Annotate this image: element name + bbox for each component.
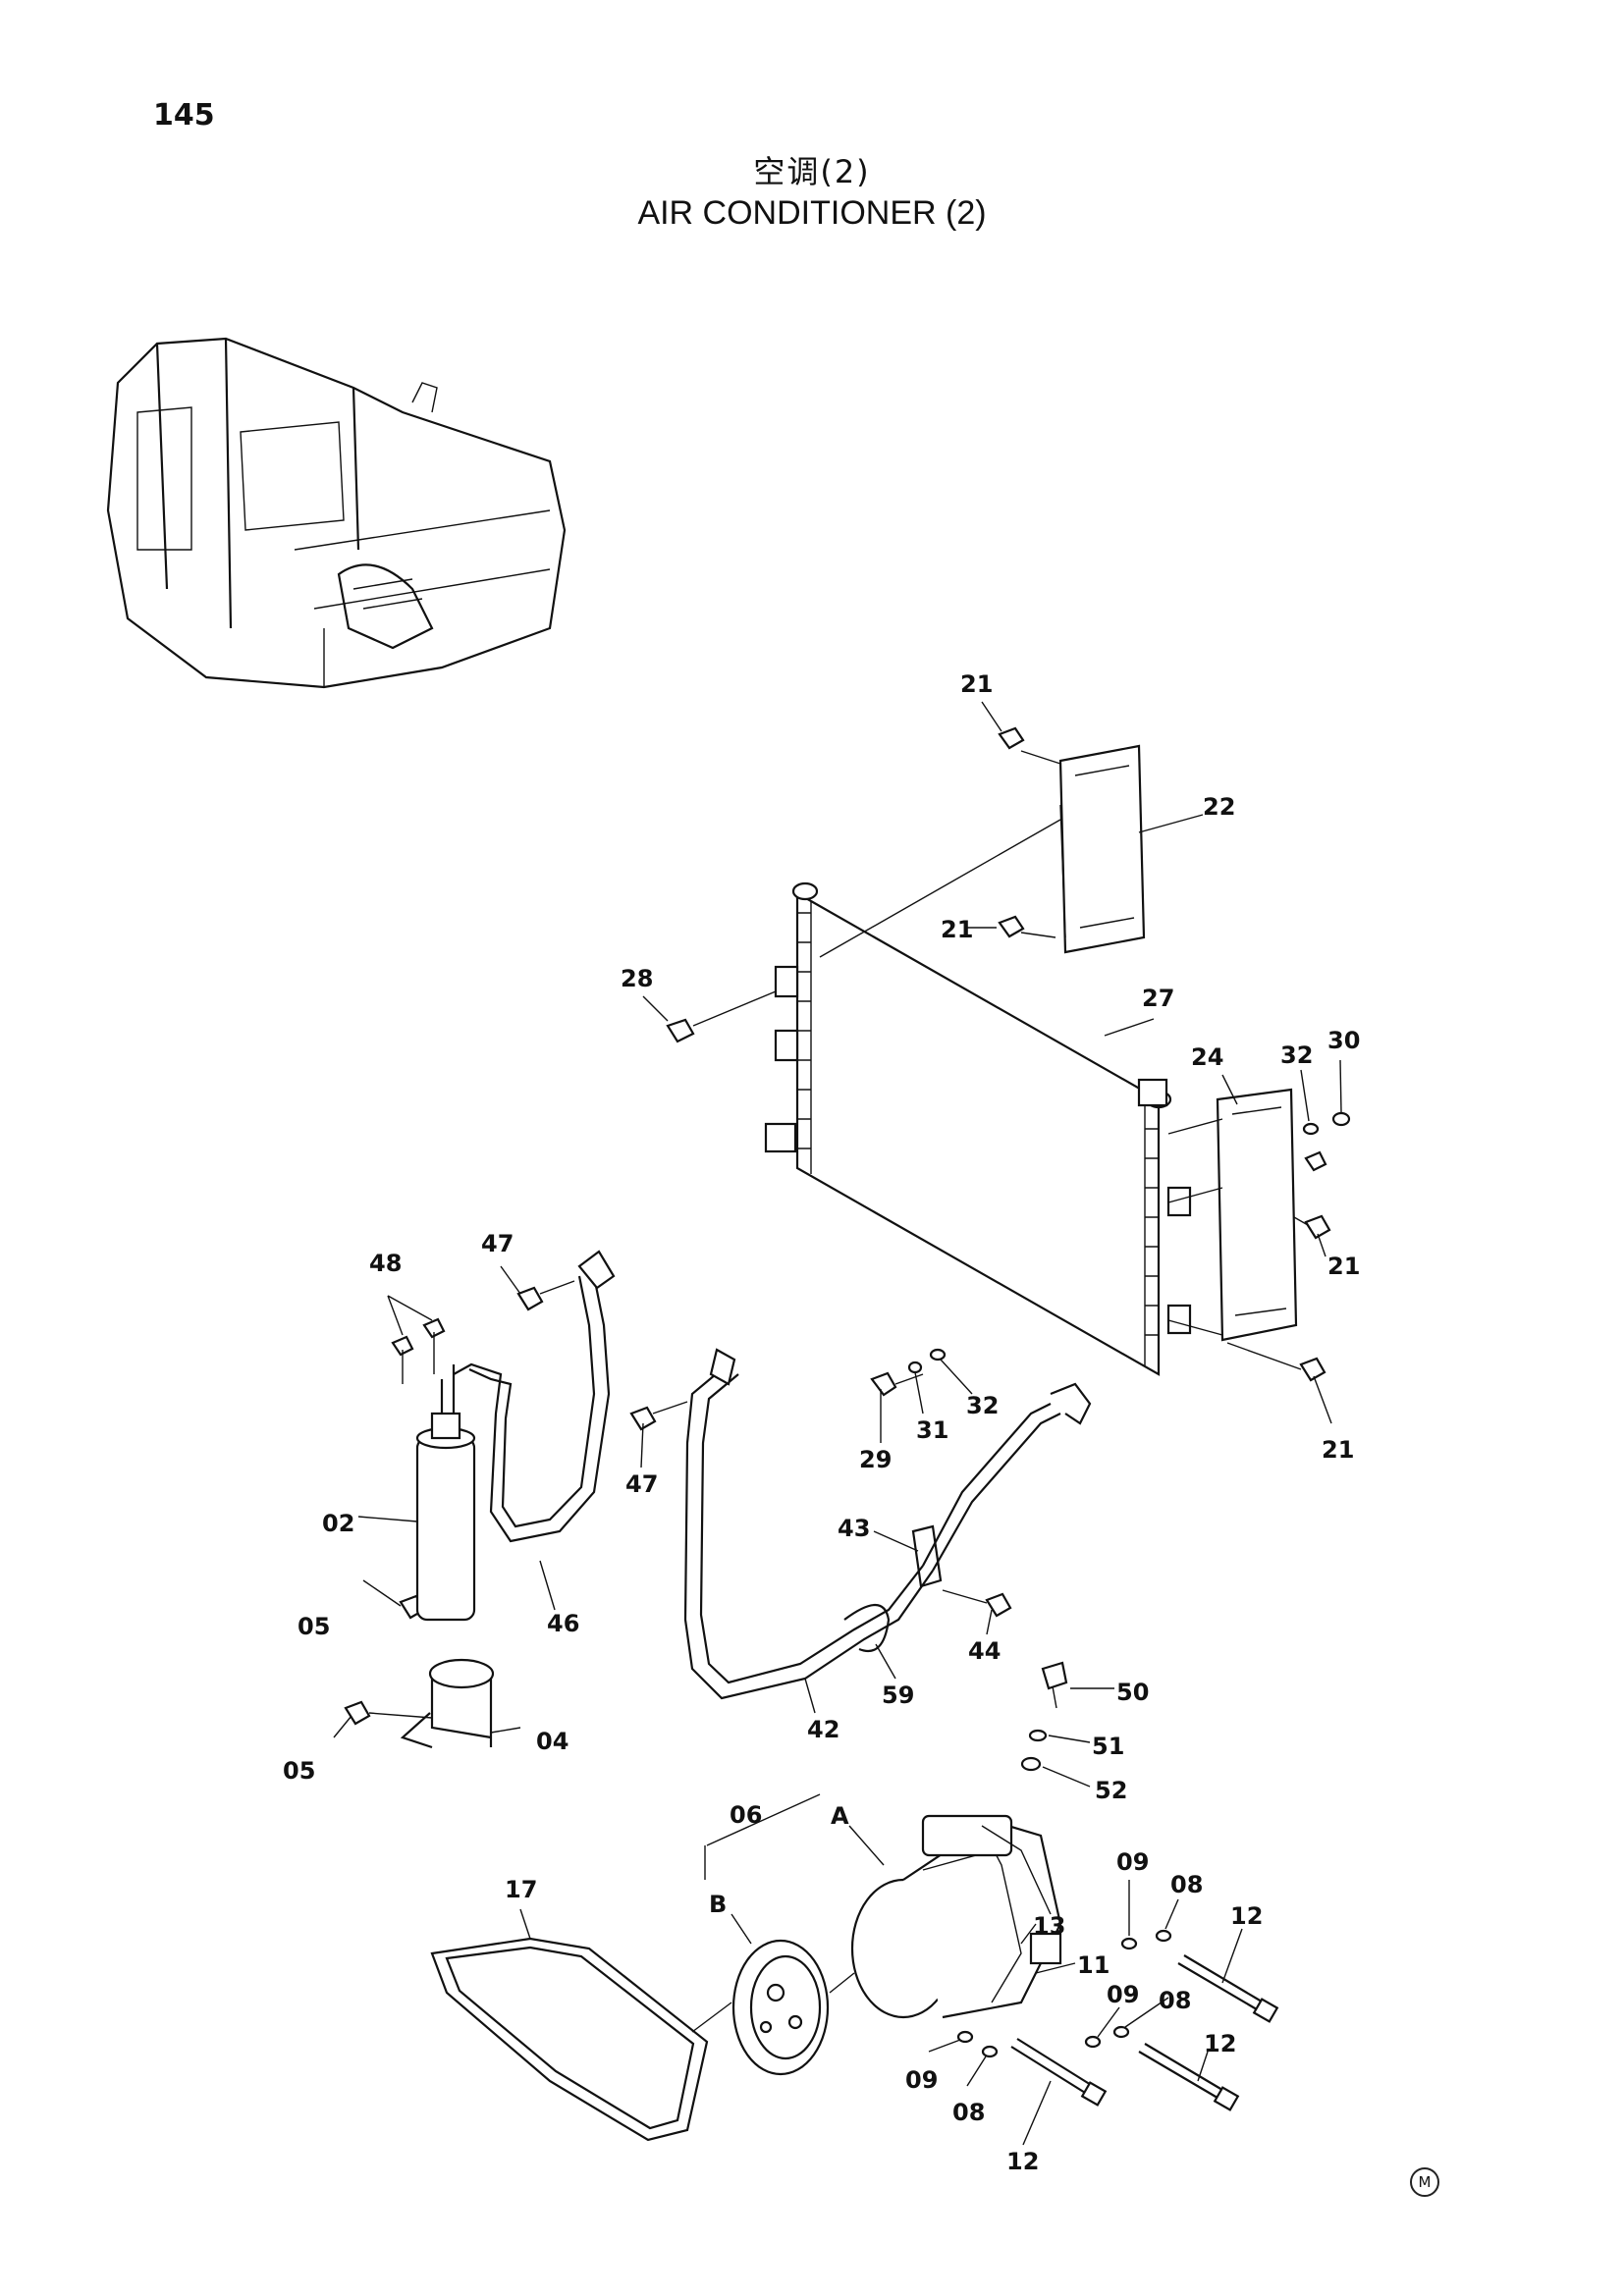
callout-12: 12 (1204, 2030, 1236, 2057)
washers (907, 1111, 1351, 2058)
long-bolts-12 (1010, 1954, 1279, 2111)
callout-08: 08 (1170, 1871, 1203, 1898)
callout-21: 21 (1322, 1436, 1354, 1464)
callout-17: 17 (505, 1876, 537, 1903)
compressor-06 (850, 1814, 1062, 2019)
callout-b: B (709, 1891, 727, 1918)
leader-lines (333, 701, 1342, 2146)
callout-44: 44 (968, 1637, 1001, 1665)
callout-02: 02 (322, 1510, 354, 1537)
callout-32: 32 (966, 1392, 999, 1419)
callout-43: 43 (838, 1515, 870, 1542)
callout-28: 28 (621, 965, 653, 992)
excavator-overview (106, 337, 567, 689)
callout-09: 09 (1107, 1981, 1139, 2008)
callout-59: 59 (882, 1682, 914, 1709)
callout-29: 29 (859, 1446, 892, 1473)
callout-12: 12 (1006, 2148, 1039, 2175)
receiver-drier-02 (400, 1364, 495, 1749)
callout-21: 21 (1327, 1253, 1360, 1280)
callout-52: 52 (1095, 1777, 1127, 1804)
page-number: 145 (153, 98, 215, 133)
condenser-27 (764, 881, 1192, 1376)
callout-22: 22 (1203, 793, 1235, 821)
callout-12: 12 (1230, 1902, 1263, 1930)
callout-labels: 21 22 21 28 27 24 32 30 21 21 47 48 32 3… (283, 670, 1360, 2175)
clutch-pulley-b (731, 1939, 855, 2076)
callout-05: 05 (298, 1613, 330, 1640)
bolts (344, 726, 1331, 1726)
title-english: AIR CONDITIONER (2) (637, 194, 987, 232)
callout-06: 06 (730, 1801, 762, 1829)
callout-04: 04 (536, 1728, 568, 1755)
callout-31: 31 (916, 1416, 948, 1444)
belt-17 (430, 1937, 732, 2142)
callout-08: 08 (1159, 1987, 1191, 2014)
callout-11: 11 (1077, 1951, 1110, 1979)
callout-48: 48 (369, 1250, 402, 1277)
callout-30: 30 (1327, 1027, 1360, 1054)
callout-47: 47 (481, 1230, 514, 1257)
callout-21: 21 (941, 916, 973, 943)
callout-51: 51 (1092, 1733, 1124, 1760)
callout-21: 21 (960, 670, 993, 698)
callout-27: 27 (1142, 985, 1174, 1012)
callout-46: 46 (547, 1610, 579, 1637)
callout-08: 08 (952, 2099, 985, 2126)
callout-24: 24 (1191, 1043, 1223, 1071)
callout-32: 32 (1280, 1041, 1313, 1069)
bracket-22 (819, 744, 1146, 958)
bracket-24 (1167, 1088, 1298, 1342)
title-chinese: 空调(2) (753, 153, 871, 190)
callout-47: 47 (625, 1470, 658, 1498)
callout-05: 05 (283, 1757, 315, 1785)
callout-a: A (831, 1802, 849, 1830)
callout-50: 50 (1116, 1679, 1149, 1706)
hoses (453, 1250, 1092, 1700)
callout-09: 09 (905, 2066, 938, 2094)
callout-13: 13 (1033, 1912, 1065, 1940)
callout-09: 09 (1116, 1848, 1149, 1876)
callout-42: 42 (807, 1716, 839, 1743)
corner-mark: M (1410, 2167, 1439, 2197)
